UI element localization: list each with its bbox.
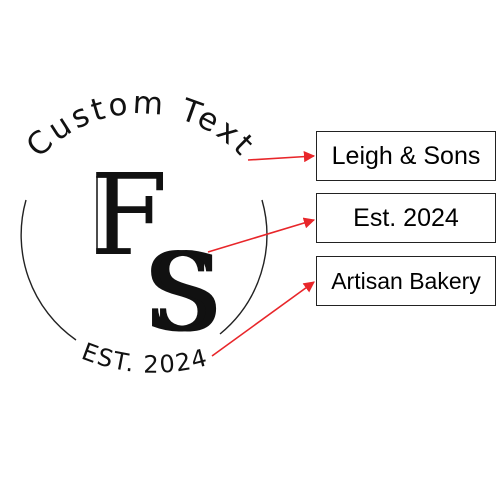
monogram: F S S (90, 151, 224, 356)
label-text: Est. 2024 (353, 203, 459, 232)
label-box-artisan-bakery: Artisan Bakery (316, 256, 496, 306)
monogram-letter-f: F (90, 151, 168, 281)
label-box-est-2024: Est. 2024 (316, 193, 496, 243)
label-box-leigh-sons: Leigh & Sons (316, 131, 496, 181)
label-text: Artisan Bakery (331, 267, 481, 294)
monogram-letter-s-shadow: S (142, 231, 216, 356)
label-text: Leigh & Sons (331, 141, 481, 170)
circle-left-arc (20, 199, 77, 341)
arrow-to-box-3 (211, 281, 315, 357)
circle-right-arc (219, 199, 268, 335)
arrow-to-box-2 (207, 217, 316, 253)
arrow-to-box-1 (247, 151, 316, 163)
monogram-letter-s: S (150, 231, 224, 356)
